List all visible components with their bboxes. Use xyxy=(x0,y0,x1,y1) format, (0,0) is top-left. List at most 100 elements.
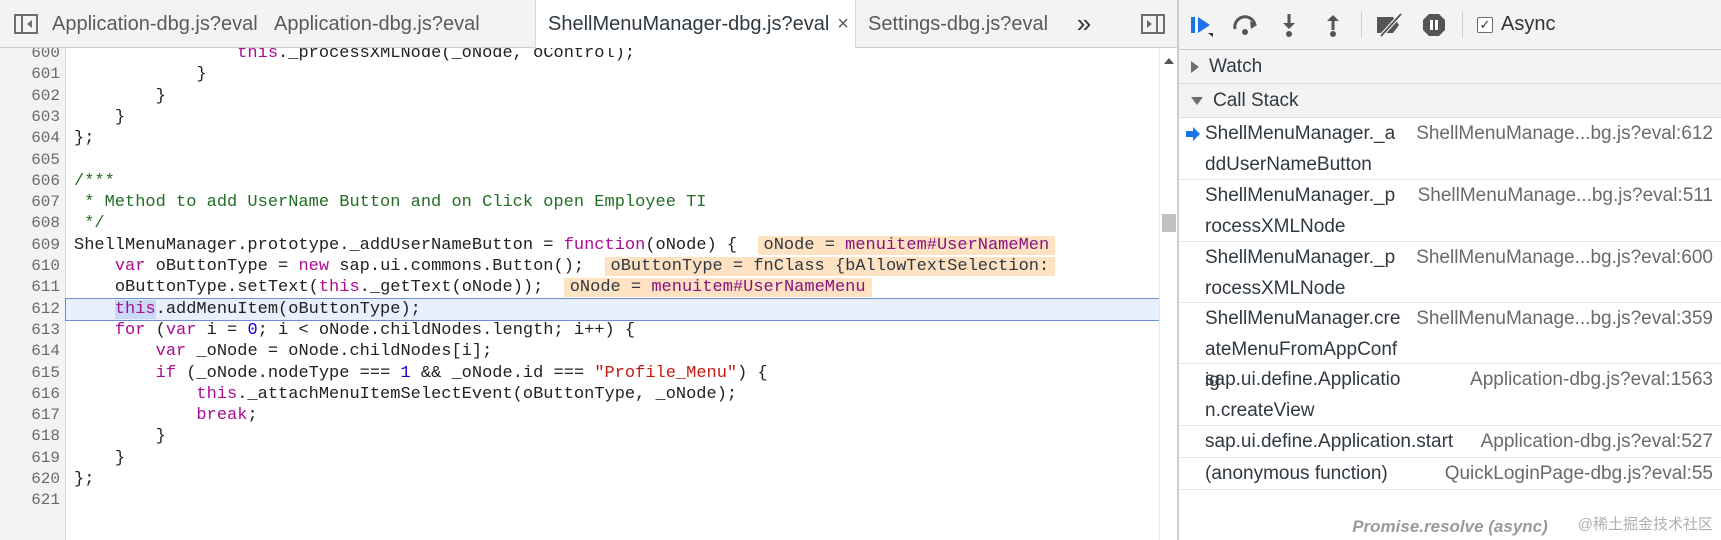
async-checkbox[interactable]: ✓ xyxy=(1477,16,1493,33)
tab-overflow-icon[interactable]: » xyxy=(1076,8,1092,38)
line-number-gutter[interactable] xyxy=(0,48,66,540)
line-number[interactable]: 614 xyxy=(31,342,60,361)
line-number[interactable]: 621 xyxy=(31,491,60,510)
line-number[interactable]: 605 xyxy=(31,150,60,169)
code-line[interactable]: 614 var _oNode = oNode.childNodes[i]; xyxy=(0,341,1160,362)
code-line[interactable]: 611 oButtonType.setText(this._getText(oN… xyxy=(0,277,1160,298)
frame-location[interactable]: ShellMenuManage...bg.js?eval:600 xyxy=(1416,247,1713,268)
line-number[interactable]: 604 xyxy=(31,129,60,148)
call-frame[interactable]: ShellMenuManager._addUserNameButton Shel… xyxy=(1179,118,1721,180)
line-number[interactable]: 602 xyxy=(31,86,60,105)
line-number[interactable]: 610 xyxy=(31,257,60,275)
pause-on-exceptions-button[interactable] xyxy=(1412,3,1456,47)
inline-variable-content: menuitem#UserNameMenu xyxy=(651,278,866,298)
async-label: Async xyxy=(1501,13,1556,35)
code-token: } xyxy=(114,448,126,468)
line-number[interactable]: 615 xyxy=(31,363,60,382)
code-line[interactable]: 618 } xyxy=(0,426,1160,447)
code-line[interactable]: 609 ShellMenuManager.prototype._addUserNa… xyxy=(0,235,1160,256)
code-token: (oNode) { xyxy=(645,235,758,255)
line-number[interactable]: 612 xyxy=(31,299,60,318)
tab-settings-dbg[interactable]: Settings-dbg.js?eval xyxy=(856,0,1060,48)
current-execution-line[interactable]: 612 this.addMenuItem(oButtonType); xyxy=(31,297,1161,321)
tab-shellmenumanager-dbg[interactable]: ShellMenuManager-dbg.js?eval × xyxy=(535,0,856,48)
frame-location[interactable]: Application-dbg.js?eval:527 xyxy=(1480,431,1713,452)
line-number[interactable]: 618 xyxy=(31,427,60,446)
code-line[interactable]: 615 if (_oNode.nodeType === 1 && _oNode.… xyxy=(0,363,1160,384)
code-editor[interactable]: 600 this._processXMLNode(_oNode, oContro… xyxy=(0,48,1177,540)
frame-function-name: ShellMenuManager._processXMLNode xyxy=(1205,247,1396,299)
step-over-button[interactable] xyxy=(1223,3,1267,47)
frame-location[interactable]: ShellMenuManage...bg.js?eval:511 xyxy=(1417,185,1713,206)
code-line[interactable]: 621 xyxy=(0,490,1160,511)
close-tab-icon[interactable]: × xyxy=(837,12,849,35)
code-token: function xyxy=(563,235,646,255)
scroll-up-arrow-icon[interactable] xyxy=(1164,58,1174,64)
code-text: oButtonType.setText(this._getText(oNode)… xyxy=(74,277,872,298)
line-number[interactable]: 616 xyxy=(31,384,60,403)
line-number[interactable]: 600 xyxy=(31,48,60,62)
code-line[interactable]: 603 } xyxy=(0,107,1160,128)
tab-application-dbg-2[interactable]: Application-dbg.js?eval xyxy=(262,0,492,48)
code-token: break xyxy=(196,406,248,426)
code-line[interactable]: 620}; xyxy=(0,469,1160,490)
code-line[interactable]: 617 break; xyxy=(0,405,1160,426)
call-frame[interactable]: ShellMenuManager._processXMLNode ShellMe… xyxy=(1179,180,1721,242)
code-line[interactable]: 619 } xyxy=(0,448,1160,469)
code-line[interactable]: 613 for (var i = 0; i < oNode.childNodes… xyxy=(0,320,1160,341)
scrollbar-thumb[interactable] xyxy=(1162,214,1176,232)
line-number[interactable]: 607 xyxy=(31,193,60,212)
call-frame[interactable]: ShellMenuManager._processXMLNode ShellMe… xyxy=(1179,242,1721,303)
editor-scrollbar[interactable] xyxy=(1159,48,1177,540)
code-line[interactable]: 600 this._processXMLNode(_oNode, oContro… xyxy=(0,48,1160,64)
line-number[interactable]: 603 xyxy=(31,107,60,126)
line-number[interactable]: 613 xyxy=(31,320,60,339)
resume-button[interactable] xyxy=(1179,3,1223,47)
code-line[interactable]: 607 * Method to add UserName Button and … xyxy=(0,192,1160,213)
line-number[interactable]: 608 xyxy=(31,214,60,233)
deactivate-breakpoints-icon xyxy=(1377,12,1403,37)
line-number[interactable]: 601 xyxy=(31,65,60,84)
frame-function-name: (anonymous function) xyxy=(1205,463,1388,484)
pane-divider[interactable] xyxy=(1177,0,1179,540)
toggle-debugger-icon[interactable] xyxy=(1131,0,1175,47)
call-frame[interactable]: ShellMenuManager.createMenuFromAppConfig… xyxy=(1179,303,1721,391)
call-frame[interactable]: sap.ui.define.Application.createView App… xyxy=(1179,364,1721,426)
code-line[interactable]: 602 } xyxy=(0,86,1160,107)
code-text: var _oNode = oNode.childNodes[i]; xyxy=(74,341,493,362)
toggle-navigator-icon[interactable] xyxy=(4,0,48,47)
line-number[interactable]: 619 xyxy=(31,448,60,467)
step-into-button[interactable] xyxy=(1267,3,1311,47)
step-out-button[interactable] xyxy=(1311,3,1355,47)
line-number[interactable]: 617 xyxy=(31,406,60,425)
debugger-sidebar: ✓ Async Watch Call Stack ShellMenuManage… xyxy=(1179,0,1721,540)
call-frame[interactable]: (anonymous function) QuickLoginPage-dbg.… xyxy=(1179,458,1721,490)
line-number[interactable]: 611 xyxy=(31,278,60,297)
inline-variable-content: menuitem#UserNameMen xyxy=(845,235,1050,255)
code-line[interactable]: 608 */ xyxy=(0,213,1160,234)
call-frame[interactable]: sap.ui.define.Application.start Applicat… xyxy=(1179,426,1721,458)
callstack-section-header[interactable]: Call Stack xyxy=(1179,84,1721,118)
editor-tab-bar: Application-dbg.js?eval Application-dbg.… xyxy=(0,0,1177,48)
line-number[interactable]: 620 xyxy=(31,470,60,488)
line-number[interactable]: 609 xyxy=(31,235,60,254)
code-line[interactable]: 616 this._attachMenuItemSelectEvent(oBut… xyxy=(0,384,1160,405)
code-line[interactable]: 601 } xyxy=(0,64,1160,85)
deactivate-breakpoints-button[interactable] xyxy=(1368,3,1412,47)
tab-application-dbg-1[interactable]: Application-dbg.js?eval xyxy=(40,0,270,48)
code-line[interactable]: 610 var oButtonType = new sap.ui.commons… xyxy=(0,256,1160,277)
watch-label: Watch xyxy=(1209,55,1263,77)
frame-location[interactable]: ShellMenuManage...bg.js?eval:359 xyxy=(1416,308,1713,329)
async-toggle[interactable]: ✓ Async xyxy=(1477,13,1555,36)
code-line[interactable]: 605 xyxy=(0,150,1160,171)
expand-triangle-icon xyxy=(1191,60,1199,73)
frame-location[interactable]: ShellMenuManage...bg.js?eval:612 xyxy=(1416,123,1713,144)
line-number[interactable]: 606 xyxy=(31,171,60,190)
code-line[interactable]: 604}; xyxy=(0,128,1160,149)
code-token: "Profile_Menu" xyxy=(594,363,738,383)
code-line[interactable]: 606/*** xyxy=(0,171,1160,192)
frame-location[interactable]: Application-dbg.js?eval:1563 xyxy=(1470,369,1713,390)
frame-location[interactable]: QuickLoginPage-dbg.js?eval:55 xyxy=(1444,463,1713,484)
code-token: ShellMenuManager.prototype._addUserNameB… xyxy=(74,235,564,255)
watch-section-header[interactable]: Watch xyxy=(1179,50,1721,84)
